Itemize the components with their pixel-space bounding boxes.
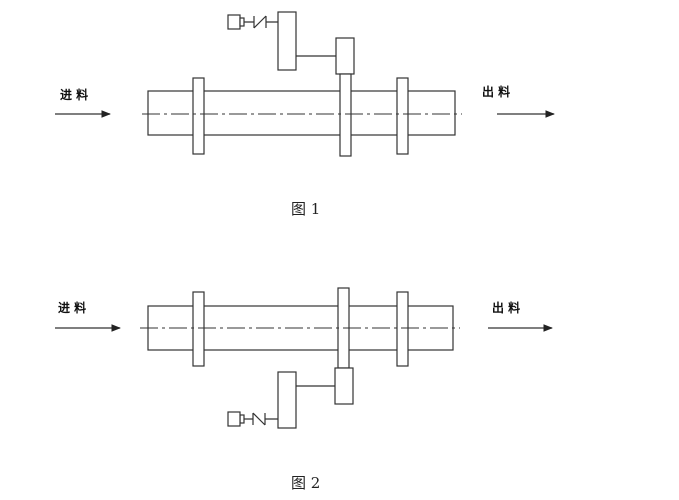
motor-icon [227,14,241,30]
figure-1: 进 料 出 料 图 1 [55,11,555,218]
gear-reducer-box [277,11,297,71]
inlet-label: 进 料 [58,300,86,315]
motor-shaft-icon [239,17,245,27]
tyre-ring-right [396,77,409,155]
gear-reducer-box [277,371,297,429]
figure-2: 进 料 出 料 图 2 [55,287,553,492]
motor-shaft-icon [239,414,245,424]
coupling-icon [244,412,278,426]
coupling-icon [244,15,278,29]
outlet-label: 出 料 [492,300,520,315]
drive-assembly-bottom [227,367,354,429]
tyre-ring-left [192,291,205,367]
tyre-ring-left [192,77,205,155]
pinion-gear-box [335,37,355,75]
tyre-ring-right [396,291,409,367]
outlet-label: 出 料 [482,84,510,99]
figure-caption: 图 1 [291,200,320,218]
figure-caption: 图 2 [291,474,320,492]
pinion-gear-box [334,367,354,405]
drive-assembly-top [227,11,355,75]
motor-icon [227,411,241,427]
inlet-label: 进 料 [60,87,88,102]
girth-gear-ring [339,73,352,157]
